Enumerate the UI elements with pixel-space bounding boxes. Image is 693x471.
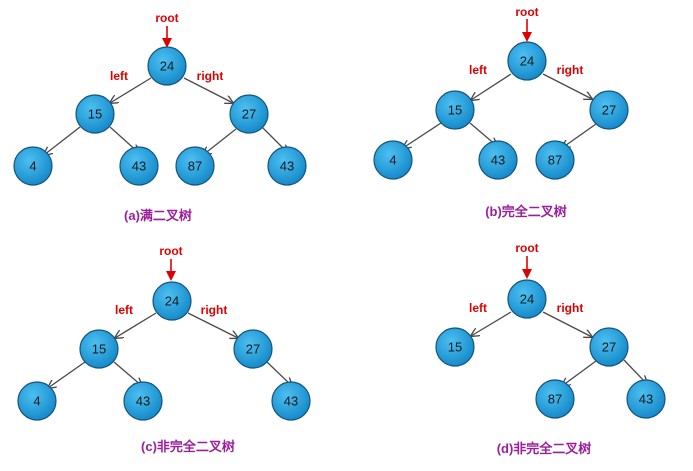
node-value: 4 bbox=[389, 153, 396, 168]
edge-27-87 bbox=[562, 123, 597, 148]
tree-node bbox=[175, 146, 215, 186]
left-label: left bbox=[110, 69, 128, 83]
node-value: 24 bbox=[520, 54, 534, 69]
tree-node bbox=[17, 381, 57, 421]
node-value: 43 bbox=[639, 392, 653, 407]
edge-24-15 bbox=[110, 77, 152, 103]
edge-24-27 bbox=[183, 77, 233, 103]
root-label: root bbox=[155, 11, 178, 25]
node-value: 15 bbox=[88, 107, 102, 122]
right-label: right bbox=[201, 303, 228, 317]
tree-edges bbox=[471, 311, 647, 386]
node-value: 24 bbox=[520, 292, 534, 307]
tree-node bbox=[507, 41, 547, 81]
tree-edges bbox=[403, 73, 597, 148]
tree-node bbox=[435, 327, 475, 367]
tree-node bbox=[267, 146, 307, 186]
tree-node bbox=[535, 379, 575, 419]
tree-node bbox=[233, 329, 273, 369]
tree-node bbox=[478, 140, 518, 180]
node-value: 87 bbox=[548, 392, 562, 407]
tree-node bbox=[435, 90, 475, 130]
tree-node bbox=[589, 327, 629, 367]
node-value: 43 bbox=[491, 153, 505, 168]
node-value: 43 bbox=[280, 159, 294, 174]
node-value: 15 bbox=[448, 340, 462, 355]
edge-15-4 bbox=[44, 126, 81, 155]
tree-node bbox=[152, 281, 192, 321]
tree-node bbox=[626, 379, 666, 419]
tree-caption: (c)非完全二叉树 bbox=[141, 439, 235, 454]
tree-full: root left right 24 15 27 4 43 87 43 (a)满… bbox=[13, 11, 307, 223]
tree-node bbox=[75, 94, 115, 134]
node-value: 27 bbox=[246, 342, 260, 357]
node-value: 27 bbox=[602, 103, 616, 118]
node-value: 4 bbox=[33, 394, 40, 409]
tree-node bbox=[507, 279, 547, 319]
tree-node bbox=[79, 329, 119, 369]
left-label: left bbox=[469, 63, 487, 77]
tree-nodes: 24 15 27 4 43 87 43 bbox=[13, 46, 307, 186]
left-label: left bbox=[115, 303, 133, 317]
tree-caption: (a)满二叉树 bbox=[124, 208, 192, 223]
node-value: 27 bbox=[602, 340, 616, 355]
root-label: root bbox=[159, 244, 182, 258]
edge-27-87 bbox=[203, 128, 237, 155]
root-label: root bbox=[515, 241, 538, 255]
node-value: 15 bbox=[92, 342, 106, 357]
edge-24-15 bbox=[471, 73, 512, 100]
tree-node bbox=[13, 146, 53, 186]
root-label: root bbox=[515, 5, 538, 19]
tree-non-complete-d: root left right 24 15 27 87 43 (d)非完全二叉树 bbox=[435, 241, 666, 456]
node-value: 43 bbox=[284, 394, 298, 409]
left-label: left bbox=[469, 301, 487, 315]
edge-15-4 bbox=[403, 122, 442, 148]
tree-complete: root left right 24 15 27 4 43 87 (b)完全二叉… bbox=[373, 5, 629, 219]
tree-node bbox=[373, 140, 413, 180]
tree-edges bbox=[48, 312, 292, 388]
node-value: 15 bbox=[448, 103, 462, 118]
edge-27-87 bbox=[562, 360, 597, 386]
tree-nodes: 24 15 27 4 43 43 bbox=[17, 281, 311, 421]
tree-node bbox=[589, 90, 629, 130]
tree-edges bbox=[44, 77, 288, 155]
right-label: right bbox=[197, 69, 224, 83]
edge-15-43 bbox=[113, 361, 142, 386]
edge-24-27 bbox=[542, 73, 592, 99]
node-value: 43 bbox=[132, 159, 146, 174]
node-value: 87 bbox=[188, 159, 202, 174]
edge-15-4 bbox=[48, 361, 86, 388]
tree-node bbox=[229, 94, 269, 134]
tree-node bbox=[271, 381, 311, 421]
tree-nodes: 24 15 27 4 43 87 bbox=[373, 41, 629, 180]
tree-caption: (b)完全二叉树 bbox=[485, 204, 567, 219]
edge-24-15 bbox=[115, 312, 157, 338]
edge-24-27 bbox=[187, 312, 238, 338]
node-value: 27 bbox=[242, 107, 256, 122]
node-value: 87 bbox=[548, 153, 562, 168]
tree-node bbox=[147, 46, 187, 86]
edge-24-27 bbox=[542, 311, 592, 337]
node-value: 4 bbox=[29, 159, 36, 174]
edge-24-15 bbox=[471, 311, 512, 336]
tree-node bbox=[535, 140, 575, 180]
right-label: right bbox=[557, 301, 584, 315]
node-value: 43 bbox=[136, 394, 150, 409]
node-value: 24 bbox=[165, 294, 179, 309]
tree-non-complete-c: root left right 24 15 27 4 43 43 (c)非完全二… bbox=[17, 244, 311, 454]
node-value: 24 bbox=[160, 59, 174, 74]
tree-nodes: 24 15 27 87 43 bbox=[435, 279, 666, 419]
tree-caption: (d)非完全二叉树 bbox=[497, 441, 592, 456]
tree-node bbox=[123, 381, 163, 421]
right-label: right bbox=[557, 63, 584, 77]
tree-node bbox=[119, 146, 159, 186]
